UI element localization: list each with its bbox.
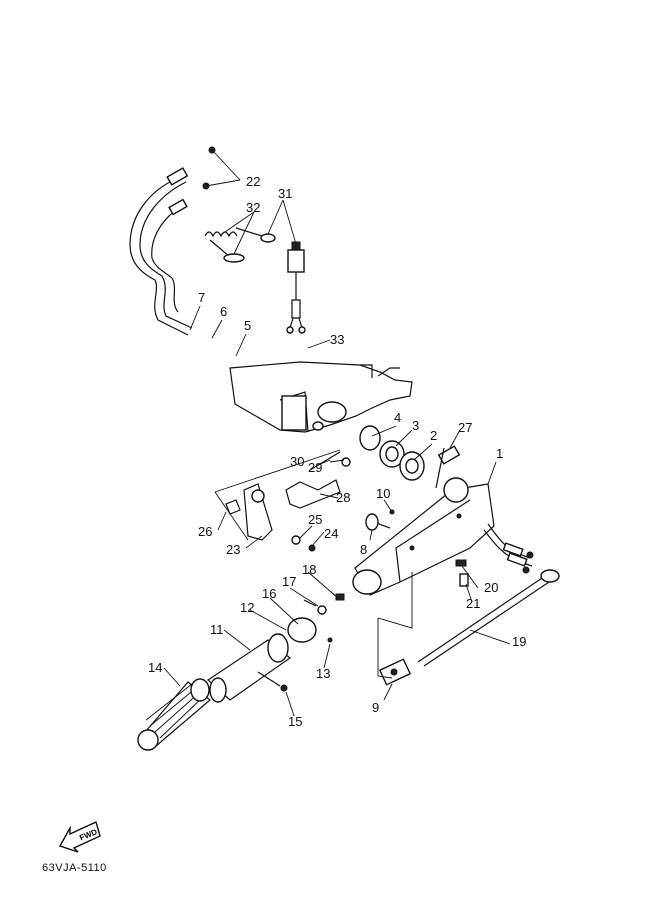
friction-lever	[214, 449, 351, 552]
callout-4: 4	[394, 410, 401, 425]
callout-10: 10	[376, 486, 390, 501]
stop-switch-assembly	[204, 227, 306, 334]
callout-7: 7	[198, 290, 205, 305]
callout-14: 14	[148, 660, 162, 675]
callout-13: 13	[316, 666, 330, 681]
callout-28: 28	[336, 490, 350, 505]
callout-20: 20	[484, 580, 498, 595]
callout-30: 30	[290, 454, 304, 469]
callout-17: 17	[282, 574, 296, 589]
callout-9: 9	[372, 700, 379, 715]
throttle-cables	[483, 523, 534, 574]
callout-27: 27	[458, 420, 472, 435]
callout-18: 18	[302, 562, 316, 577]
washers	[359, 425, 461, 481]
callout-31: 31	[278, 186, 292, 201]
cable-bundle	[129, 146, 216, 336]
callout-12: 12	[240, 600, 254, 615]
callout-8: 8	[360, 542, 367, 557]
callout-6: 6	[220, 304, 227, 319]
fwd-arrow-icon: FWD	[58, 821, 101, 853]
callout-16: 16	[262, 586, 276, 601]
callout-2: 2	[430, 428, 437, 443]
callout-5: 5	[244, 318, 251, 333]
callout-11: 11	[210, 622, 224, 637]
steering-bracket	[229, 361, 413, 433]
callout-21: 21	[466, 596, 480, 611]
callout-33: 33	[330, 332, 344, 347]
leader-lines	[163, 149, 511, 717]
callout-15: 15	[288, 714, 302, 729]
callout-22: 22	[246, 174, 260, 189]
callout-25: 25	[308, 512, 322, 527]
throttle-grip	[137, 617, 317, 751]
callout-24: 24	[324, 526, 338, 541]
callout-1: 1	[496, 446, 503, 461]
hardware	[257, 509, 469, 692]
diagram-code: 63VJA-5110	[42, 862, 107, 874]
callout-3: 3	[412, 418, 419, 433]
callout-19: 19	[512, 634, 526, 649]
throttle-shaft	[377, 569, 560, 686]
callout-29: 29	[308, 460, 322, 475]
callout-26: 26	[198, 524, 212, 539]
callout-23: 23	[226, 542, 240, 557]
tiller-handle	[352, 447, 495, 596]
callout-labels: 1 2 3 4 5 6 7 8 9 10 11 12 13 14 15 16 1…	[148, 174, 526, 729]
callout-32: 32	[246, 200, 260, 215]
